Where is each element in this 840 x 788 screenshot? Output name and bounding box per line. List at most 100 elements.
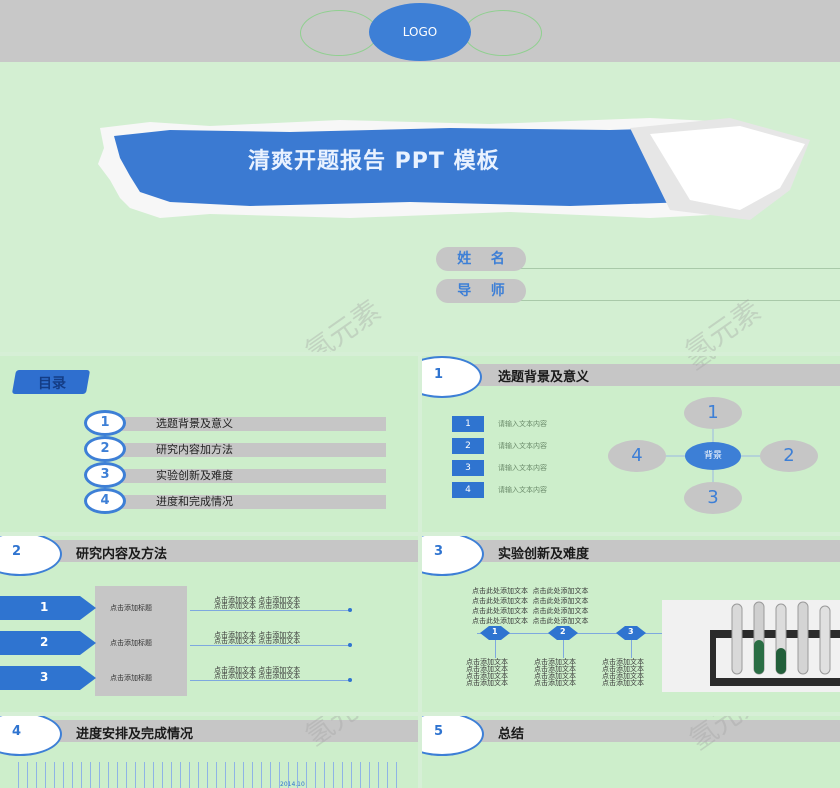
advisor-pill: 导 师 <box>436 279 526 303</box>
slide-1-node-top: 1 <box>684 397 742 429</box>
slide-3-marker <box>616 626 646 640</box>
slide-2-arrow-number: 3 <box>40 670 49 684</box>
toc-item-bar[interactable] <box>118 469 386 483</box>
timeline-grid-line <box>45 762 46 788</box>
slide-2-row-line <box>190 610 350 611</box>
slide-5-number: 5 <box>434 724 444 739</box>
timeline-grid-line <box>234 762 235 788</box>
toc-item-number: 2 <box>84 436 126 462</box>
slide-1-list-text: 请输入文本内容 <box>498 420 547 428</box>
slide-1-header-bar <box>422 364 840 386</box>
timeline-grid-line <box>108 762 109 788</box>
timeline-grid-line <box>54 762 55 788</box>
timeline-grid-line <box>279 762 280 788</box>
timeline-grid-line <box>63 762 64 788</box>
slide-1-list-number: 4 <box>452 482 484 498</box>
timeline-grid-line <box>225 762 226 788</box>
slide-4-date: 2014.10 <box>280 781 305 788</box>
test-tube-illustration <box>710 601 840 686</box>
timeline-grid-line <box>288 762 289 788</box>
timeline-grid-line <box>252 762 253 788</box>
slide-1-node-left: 4 <box>608 440 666 472</box>
timeline-grid-line <box>216 762 217 788</box>
logo-badge: LOGO <box>369 3 471 61</box>
slide-2-title: 研究内容及方法 <box>76 547 168 562</box>
timeline-grid-line <box>369 762 370 788</box>
slide-3-column-text: 点击添加文本 <box>466 672 508 680</box>
timeline-grid-line <box>333 762 334 788</box>
slide-4-arc <box>0 716 62 756</box>
slide-2-row-text-2: 点击添加文本 点击添加文本 <box>214 672 301 680</box>
slide-3-column-text: 点击添加文本 <box>466 665 508 673</box>
toc-item-number: 4 <box>84 488 126 514</box>
timeline-grid-line <box>90 762 91 788</box>
slide-3-column-text: 点击添加文本 <box>466 679 508 687</box>
timeline-grid-line <box>81 762 82 788</box>
slide-1-list-number: 1 <box>452 416 484 432</box>
name-pill: 姓 名 <box>436 247 526 271</box>
timeline-grid-line <box>378 762 379 788</box>
timeline-grid-line <box>306 762 307 788</box>
toc-item-bar[interactable] <box>118 495 386 509</box>
slide-5-arc <box>422 716 484 756</box>
slide-3-top-line: 点击此处添加文本 点击此处添加文本 <box>472 597 589 605</box>
slide-2-row-text-2: 点击添加文本 点击添加文本 <box>214 637 301 645</box>
slide-1-list-text: 请输入文本内容 <box>498 486 547 494</box>
slide-2-number: 2 <box>12 544 22 559</box>
timeline-grid-line <box>270 762 271 788</box>
slide-3-marker <box>480 626 510 640</box>
timeline-grid-line <box>324 762 325 788</box>
timeline-grid-line <box>126 762 127 788</box>
timeline-grid-line <box>36 762 37 788</box>
name-line <box>520 268 840 269</box>
slide-2-arrow <box>0 596 96 620</box>
slide-2-row-text-2: 点击添加文本 点击添加文本 <box>214 602 301 610</box>
timeline-grid-line <box>153 762 154 788</box>
timeline-grid-line <box>315 762 316 788</box>
slide-5: 5 总结 氢元素 <box>422 716 840 788</box>
toc-item-number: 3 <box>84 462 126 488</box>
cover-title: 清爽开题报告 PPT 模板 <box>248 149 500 174</box>
slide-3-column-text: 点击添加文本 <box>602 658 644 666</box>
slide-1-number: 1 <box>434 367 444 382</box>
timeline-grid-line <box>99 762 100 788</box>
timeline-grid-line <box>396 762 397 788</box>
slide-3-column-text: 点击添加文本 <box>466 658 508 666</box>
toc-item-bar[interactable] <box>118 443 386 457</box>
slide-1-list-number: 3 <box>452 460 484 476</box>
slide-4-header-bar <box>0 720 418 742</box>
slide-4-title: 进度安排及完成情况 <box>76 727 194 742</box>
slide-3-marker-stem <box>495 640 496 658</box>
slide-3-column-text: 点击添加文本 <box>534 665 576 673</box>
slide-2: 2 研究内容及方法 1 点击添加标题 点击添加文本 点击添加文本 点击添加文本 … <box>0 536 418 712</box>
timeline-grid-line <box>162 762 163 788</box>
slide-2-arrow-number: 1 <box>40 600 49 614</box>
torn-paper-banner <box>98 118 810 220</box>
slide-3-top-line: 点击此处添加文本 点击此处添加文本 <box>472 607 589 615</box>
toc-slide: 目录 1 选题背景及意义 2 研究内容加方法 3 实验创新及难度 4 进度和完成… <box>0 356 418 532</box>
slide-3-title: 实验创新及难度 <box>498 547 590 562</box>
timeline-grid-line <box>189 762 190 788</box>
timeline-grid-line <box>297 762 298 788</box>
slide-1-node-right: 2 <box>760 440 818 472</box>
timeline-grid-line <box>243 762 244 788</box>
slide-3-column-text: 点击添加文本 <box>534 672 576 680</box>
toc-item-label: 研究内容加方法 <box>156 443 233 456</box>
toc-item-bar[interactable] <box>118 417 386 431</box>
slide-3-column-text: 点击添加文本 <box>602 665 644 673</box>
timeline-grid-line <box>180 762 181 788</box>
slide-3-marker-number: 1 <box>492 627 498 636</box>
slide-3-marker <box>548 626 578 640</box>
slide-3-column-text: 点击添加文本 <box>602 672 644 680</box>
slide-3-top-line: 点击此处添加文本 点击此处添加文本 <box>472 587 589 595</box>
slide-3-arc <box>422 536 484 576</box>
slide-2-arrow-number: 2 <box>40 635 49 649</box>
slide-2-row-line <box>190 645 350 646</box>
logo-ring-right <box>464 10 542 56</box>
slide-2-arrow <box>0 666 96 690</box>
slide-4-number: 4 <box>12 724 22 739</box>
slide-2-row-dot <box>348 608 352 612</box>
slide-2-row-text-1: 点击添加文本 点击添加文本 <box>214 631 301 639</box>
timeline-grid-line <box>387 762 388 788</box>
timeline-grid-line <box>27 762 28 788</box>
